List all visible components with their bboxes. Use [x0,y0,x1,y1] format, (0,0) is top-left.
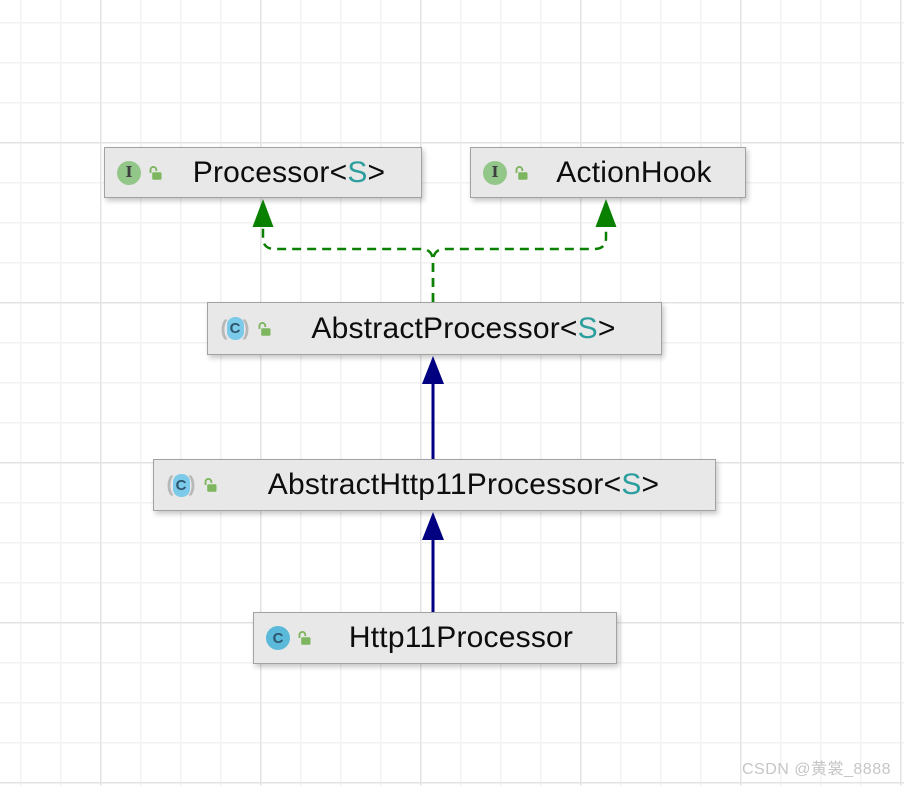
class-icon-letter: C [226,317,244,340]
abstract-paren-right: ) [242,316,250,340]
class-node-abstract-http11-processor[interactable]: (C) AbstractHttp11Processor<S> [153,459,716,511]
extends-edge-abstract-http11-processor[interactable] [422,512,444,612]
csdn-watermark: CSDN @黄裳_8888 [741,761,891,778]
abstract-paren-left: ( [166,473,174,496]
abstract-class-icon: (C) [220,317,250,341]
class-icon: C [266,626,290,650]
implements-arrowhead [595,199,617,227]
unlocked-padlock-icon [256,321,272,337]
node-label: AbstractHttp11Processor<S> [267,468,660,501]
unlocked-padlock-icon [147,165,163,181]
interface-icon-letter: I [491,163,499,181]
extends-arrowhead [422,356,444,384]
class-node-http11-processor[interactable]: C Http11Processor [253,612,617,664]
unlocked-padlock-icon [296,630,312,646]
interface-icon-letter: I [125,163,133,181]
class-icon-letter: C [272,629,284,647]
implements-edge-processor[interactable] [252,199,435,302]
interface-icon: I [117,160,141,185]
class-icon-letter: C [172,473,190,497]
implements-edge-actionhook[interactable] [431,199,617,302]
extends-edge-abstract-processor[interactable] [422,356,444,459]
unlocked-padlock-icon [202,477,218,493]
node-label: Processor<S> [192,155,386,189]
interface-icon: I [483,160,507,185]
class-node-processor[interactable]: I Processor<S> [104,147,422,198]
generic-type-parameter: S [621,468,642,501]
extends-arrowhead [422,512,444,540]
unlocked-padlock-icon [513,165,529,181]
implements-arrowhead [252,199,274,227]
node-label: AbstractProcessor<S> [311,311,616,345]
node-label: ActionHook [556,155,712,189]
abstract-paren-left: ( [220,316,228,340]
generic-type-parameter: S [347,155,368,189]
generic-type-parameter: S [577,311,598,345]
node-label: Http11Processor [348,621,574,654]
class-node-actionhook[interactable]: I ActionHook [470,147,746,198]
abstract-paren-right: ) [188,473,196,496]
class-node-abstract-processor[interactable]: (C) AbstractProcessor<S> [207,302,662,355]
abstract-class-icon: (C) [166,473,196,497]
